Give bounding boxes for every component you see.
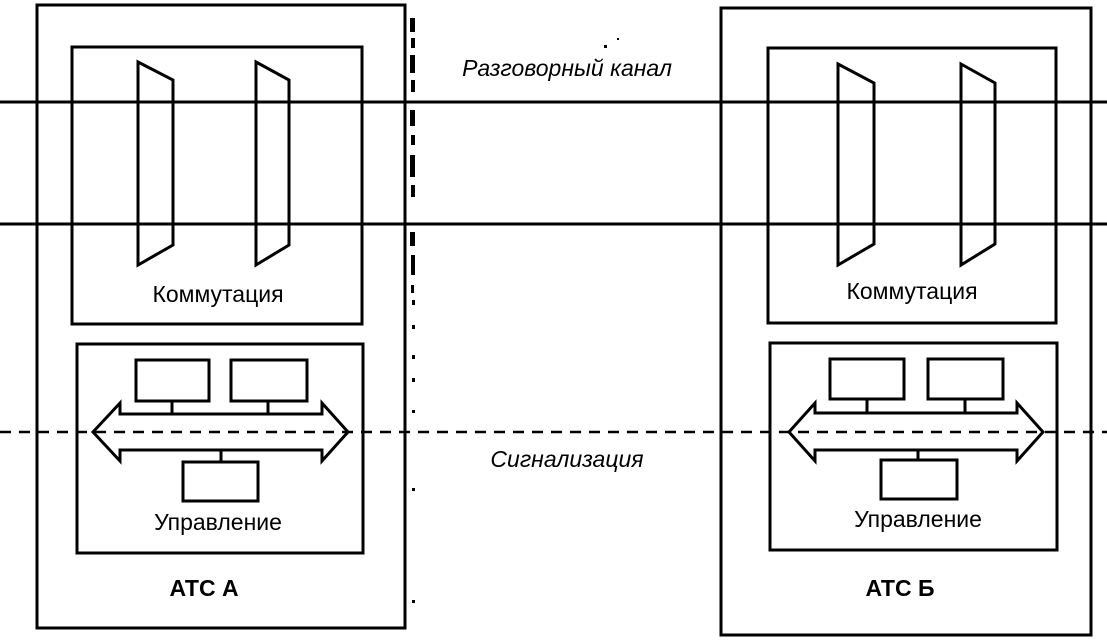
exchange-b-name: АТС Б [865,575,934,601]
voice-channel-label: Разговорный канал [462,55,672,81]
scan-noise-artifacts [410,18,619,603]
exchange-b-switch-element-1 [836,61,876,268]
exchange-b-switching-block [766,46,1058,325]
exchange-b-processor-1 [828,357,906,401]
exchange-a-switching-label: Коммутация [152,281,283,307]
exchange-a-control-block [75,342,365,555]
exchange-a-processor-3 [181,460,260,503]
exchange-b-processor-3 [879,458,959,501]
exchange-a-switch-element-2 [254,59,291,268]
exchange-b-processor-2 [926,357,1005,401]
exchange-a: Коммутация Управление АТС А [35,3,407,630]
exchange-a-processor-1 [134,358,211,403]
exchange-b: Коммутация Управление АТС Б [719,6,1093,637]
exchange-b-control-label: Управление [854,506,982,532]
exchange-a-processor-2 [229,358,309,403]
exchange-b-control-block [768,341,1059,552]
exchange-a-frame [35,3,407,630]
exchange-a-control-label: Управление [154,509,282,535]
exchange-a-switching-block [70,45,364,326]
exchange-b-frame [719,6,1093,637]
exchange-b-switch-element-2 [959,61,997,268]
exchange-b-switching-label: Коммутация [846,278,977,304]
exchange-a-switch-element-1 [136,59,175,268]
signaling-label: Сигнализация [490,446,643,472]
exchange-a-name: АТС А [169,575,238,601]
